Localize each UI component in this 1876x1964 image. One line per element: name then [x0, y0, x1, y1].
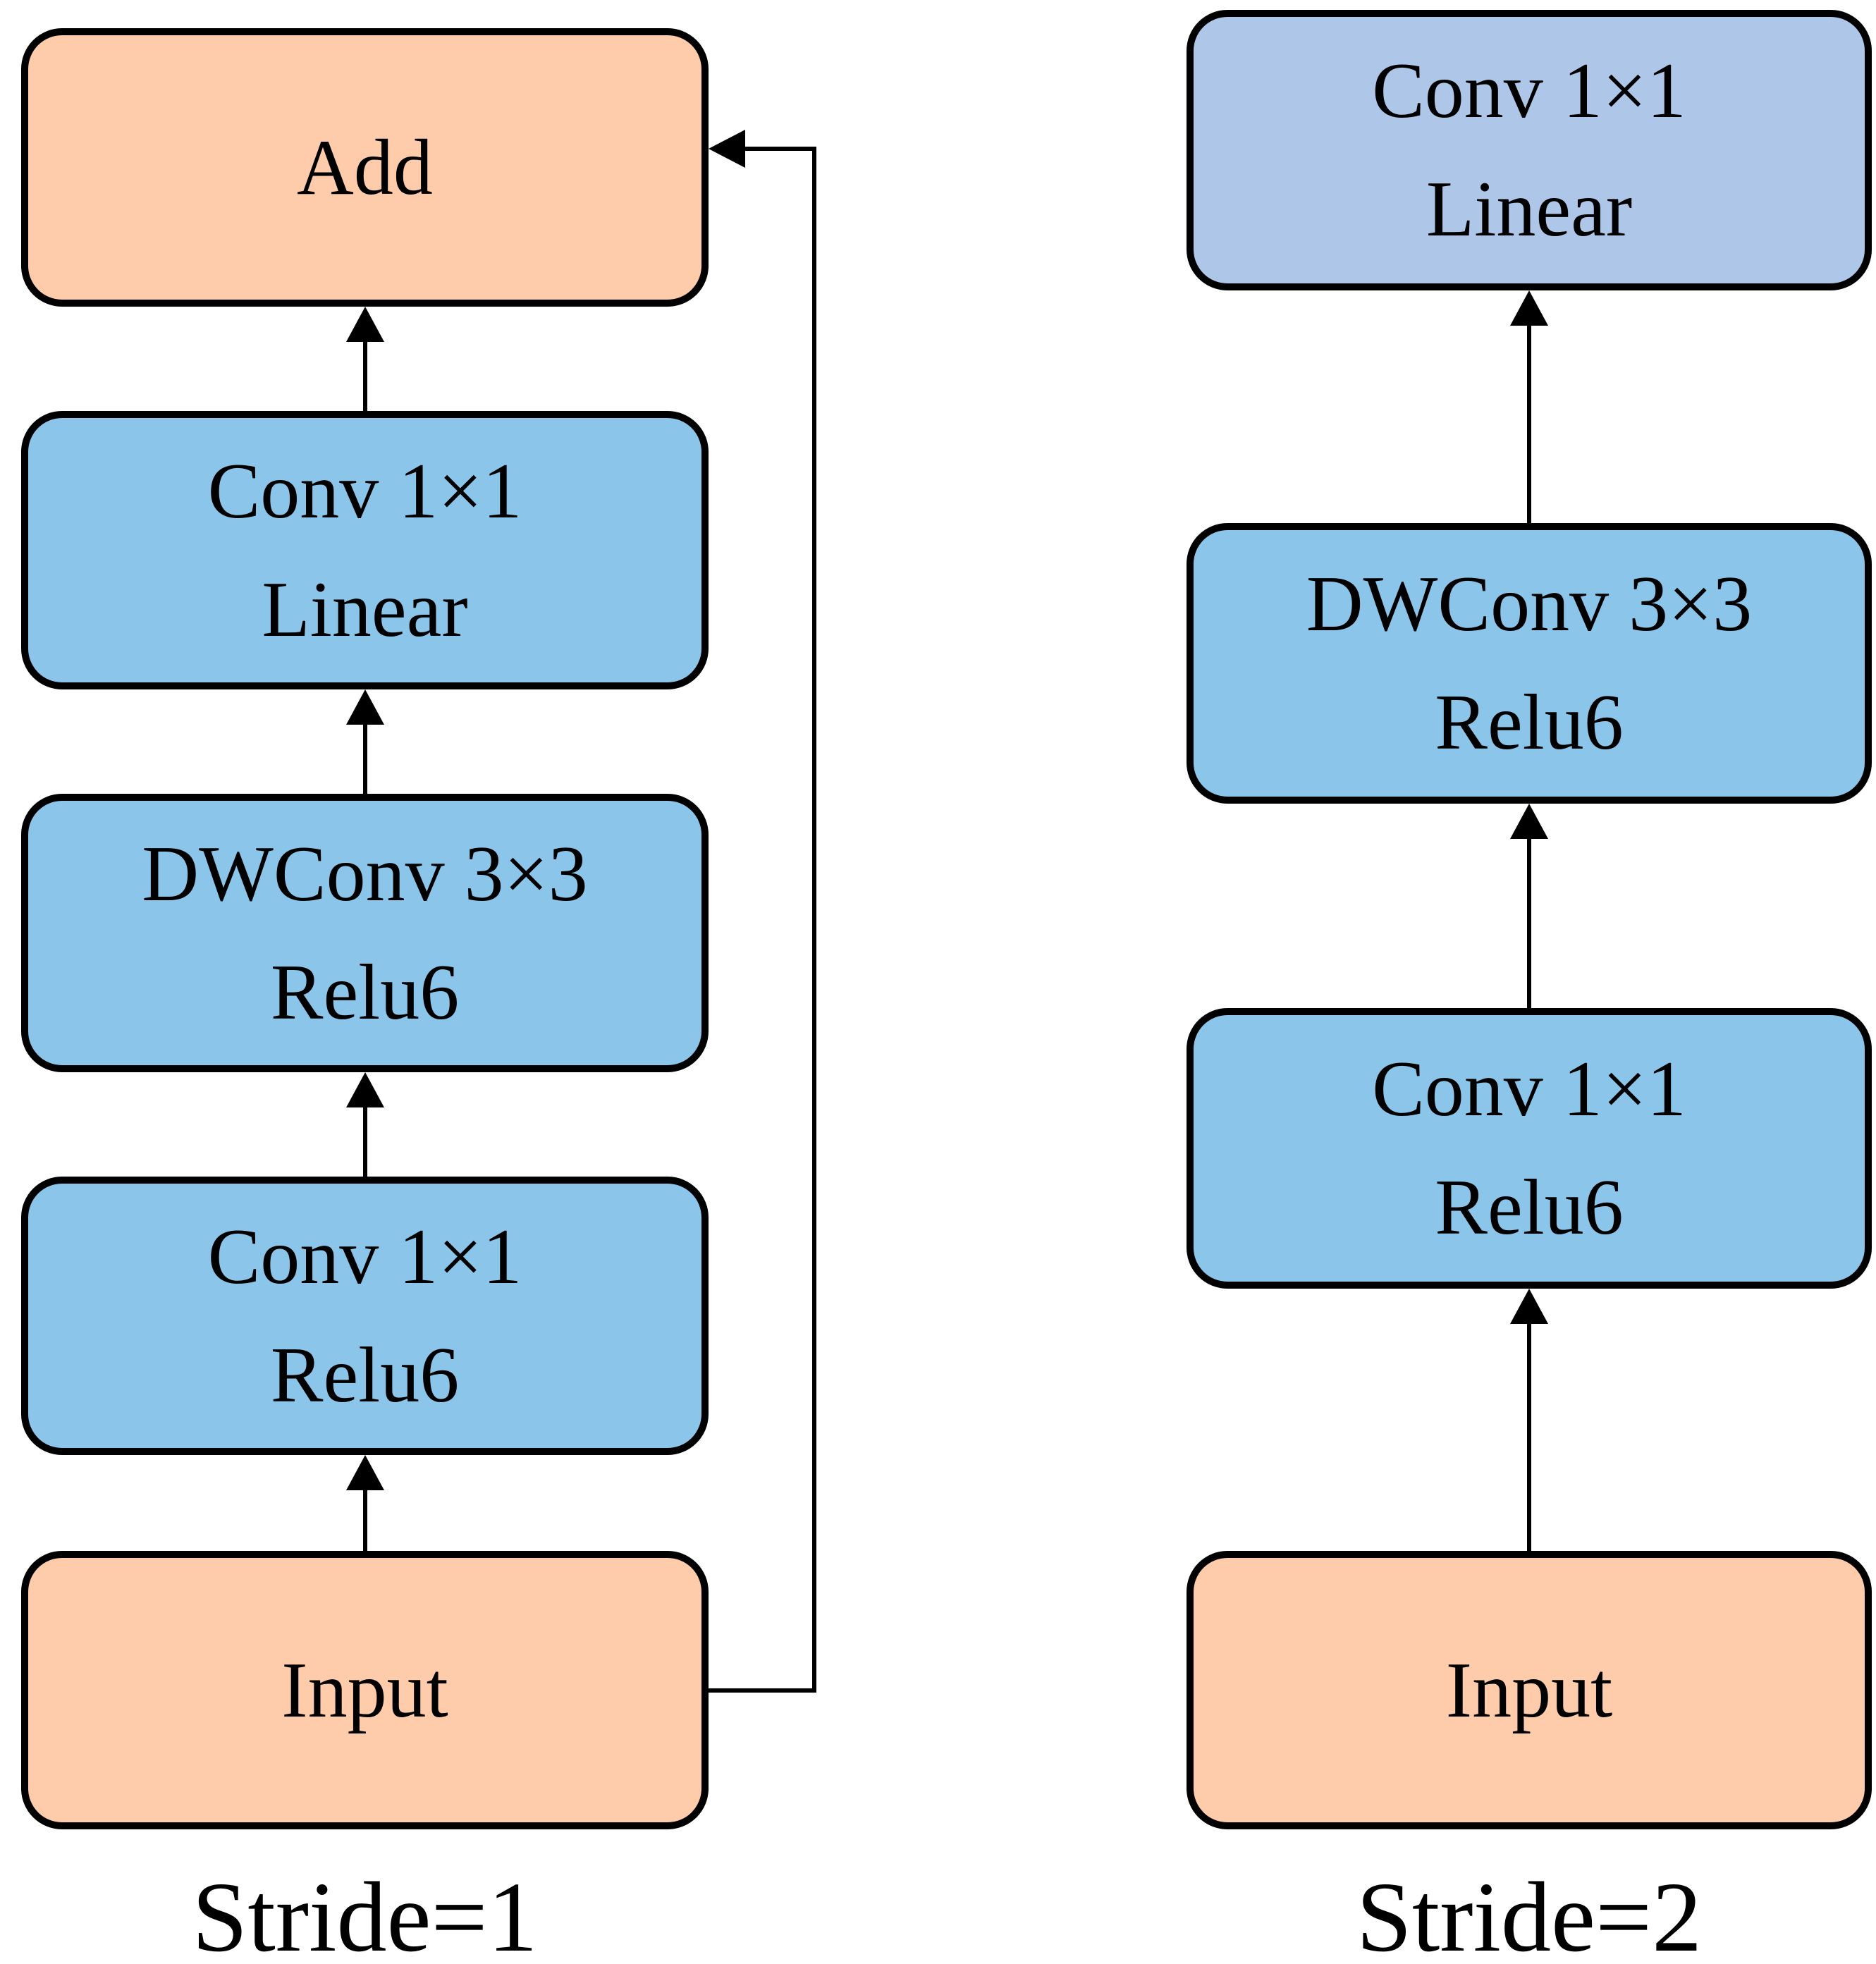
arrow-dwconv-to-conv-linear-icon [345, 689, 385, 794]
arrow-conv-relu-to-dwconv-s2-icon [1509, 804, 1549, 1008]
arrow-dwconv-to-conv-linear-s2-icon [1509, 290, 1549, 523]
node-add-stride1: Add [21, 28, 709, 307]
node-label: DWConv 3×3 [1306, 560, 1753, 648]
node-label: Relu6 [1435, 1164, 1624, 1251]
node-label: Relu6 [1435, 679, 1624, 766]
node-label: Linear [1426, 166, 1633, 253]
node-label: Conv 1×1 [207, 1213, 522, 1301]
node-dwconv3x3-relu6-stride2: DWConv 3×3 Relu6 [1187, 523, 1872, 804]
node-label: Conv 1×1 [1372, 47, 1686, 135]
node-label: Linear [262, 565, 468, 653]
node-conv1x1-linear-stride1: Conv 1×1 Linear [21, 411, 709, 689]
arrow-input-to-conv-relu-icon [345, 1455, 385, 1551]
node-conv1x1-relu6-stride1: Conv 1×1 Relu6 [21, 1177, 709, 1455]
node-label: Add [297, 123, 433, 211]
node-label: Input [281, 1646, 448, 1734]
skip-connection-vertical-segment [812, 147, 816, 1693]
node-input-stride1: Input [21, 1551, 709, 1829]
node-label: Relu6 [270, 1331, 460, 1419]
caption-stride2: Stride=2 [1356, 1861, 1703, 1964]
node-conv1x1-relu6-stride2: Conv 1×1 Relu6 [1187, 1008, 1872, 1289]
skip-connection-top-segment [740, 147, 816, 151]
skip-connection-bottom-segment [709, 1688, 816, 1693]
arrow-input-to-conv-relu-s2-icon [1509, 1289, 1549, 1551]
node-label: Input [1445, 1646, 1613, 1734]
arrow-conv-relu-to-dwconv-icon [345, 1072, 385, 1177]
skip-connection-arrowhead-left-icon [709, 130, 745, 168]
arrow-conv-linear-to-add-icon [345, 307, 385, 411]
node-label: DWConv 3×3 [142, 830, 588, 918]
node-conv1x1-linear-stride2: Conv 1×1 Linear [1187, 10, 1872, 290]
node-input-stride2: Input [1187, 1551, 1872, 1829]
node-label: Conv 1×1 [207, 447, 522, 535]
node-label: Relu6 [270, 948, 460, 1036]
caption-stride1: Stride=1 [192, 1861, 538, 1964]
node-label: Conv 1×1 [1372, 1045, 1686, 1133]
node-dwconv3x3-relu6-stride1: DWConv 3×3 Relu6 [21, 794, 709, 1072]
